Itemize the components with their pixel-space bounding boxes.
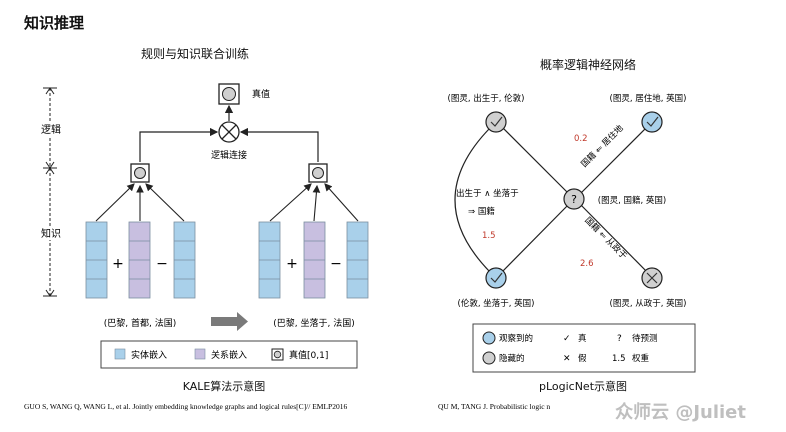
label-top-right: (图灵, 居住地, 英国) [610,93,687,104]
right-triple: (巴黎, 坐落于, 法国) [273,317,354,329]
legend-observed: 观察到的 [499,333,533,344]
node-top-right [641,111,663,133]
embedding-bars-right [258,221,369,299]
page-title: 知识推理 [24,14,85,32]
legend-hidden: 隐藏的 [499,353,525,364]
side-label-knowledge: 知识 [41,227,61,240]
watermark: 众师云 @Juliet [615,402,746,423]
node-bottom-right [641,267,663,289]
rule-left-line2: ⇒ 国籍 [468,206,495,217]
left-triple: (巴黎, 首都, 法国) [104,317,176,329]
rule-top-right: 国籍 ⇐ 居住地 [579,123,626,170]
plogic-title: 概率逻辑神经网络 [540,57,636,72]
rule-bottom-right: 国籍 ⇐ 从政于 [582,215,629,262]
plogic-legend-box [472,323,696,373]
legend-truth-icon [271,348,284,361]
legend-true-label: 真 [578,333,587,344]
label-top-left: (图灵, 出生于, 伦敦) [448,93,525,104]
legend-w-sym: 1.5 [612,354,626,364]
label-bottom-right: (图灵, 从政于, 英国) [610,298,687,309]
legend-q-label: 待预测 [632,333,658,344]
node-center [563,188,585,210]
kale-title: 规则与知识联合训练 [141,46,249,61]
truth-node-top [218,83,240,105]
label-center: (图灵, 国籍, 英国) [598,195,666,206]
node-center-mark: ? [571,193,577,206]
weight-left: 1.5 [482,231,496,241]
kale-citation: GUO S, WANG Q, WANG L, et al. Jointly em… [24,402,347,411]
side-label-logic: 逻辑 [41,123,61,136]
minus-left: − [156,256,168,272]
plogic-citation: QU M, TANG J. Probabilistic logic n [438,402,550,411]
truth-node-left [130,163,150,183]
logic-connect-label: 逻辑连接 [211,149,247,161]
legend-true-sym: ✓ [563,334,571,344]
legend-relation: 关系嵌入 [211,349,247,361]
plogic-caption: pLogicNet示意图 [539,379,627,393]
kale-caption: KALE算法示意图 [183,379,266,393]
legend-w-label: 权重 [632,353,650,364]
label-bottom-left: (伦敦, 坐落于, 英国) [458,298,535,309]
plus-left: + [112,256,124,272]
kale-legend-box [100,340,358,369]
node-top-left [485,111,507,133]
rule-left-line1: 出生于 ∧ 坐落于 [456,188,519,199]
plus-right: + [286,256,298,272]
weight-bottom-right: 2.6 [580,259,594,269]
embedding-bars-left [85,221,196,299]
weight-top-right: 0.2 [574,134,588,144]
logic-connect-node [218,121,240,143]
node-bottom-left [485,267,507,289]
legend-entity: 实体嵌入 [131,349,167,361]
legend-false-label: 假 [578,354,587,364]
legend-truth: 真值[0,1] [289,349,328,361]
truth-label: 真值 [252,88,270,100]
legend-false-sym: ✕ [563,354,571,364]
transfer-arrow [211,312,248,331]
truth-node-right [308,163,328,183]
minus-right: − [330,256,342,272]
legend-q-sym: ? [617,334,622,344]
